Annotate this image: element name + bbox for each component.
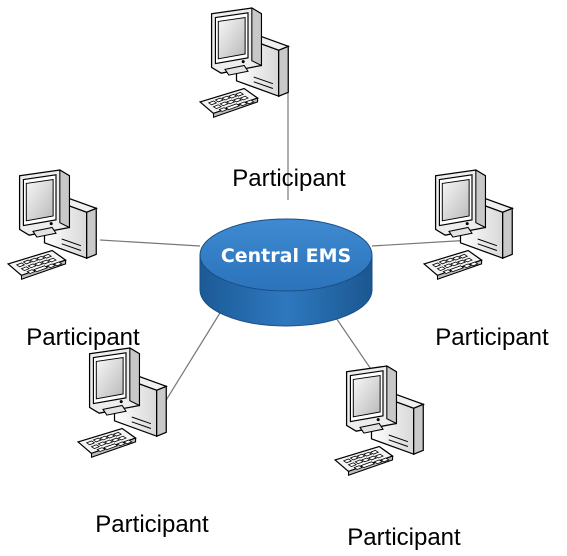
participant-label: Participant [347,524,461,551]
participant-node-bottom-right: Participant [334,365,461,551]
computer-icon [7,169,97,280]
link-right [371,239,473,247]
participant-label: Participant [95,511,209,538]
link-left [99,239,201,247]
participant-node-right: Participant [423,169,549,351]
computer-icon [423,169,513,280]
participant-label: Participant [435,324,549,351]
participant-node-bottom-left: Participant [77,347,209,538]
participant-label: Participant [232,165,346,192]
connection-lines [99,90,473,411]
participant-node-top: Participant [199,7,346,192]
link-bottom-left [159,299,229,411]
computer-icon [334,365,424,476]
participant-label: Participant [26,324,140,351]
hub-top [199,218,373,292]
hub-label: Central EMS [221,245,351,267]
central-ems-hub: Central EMS [199,218,373,327]
participant-node-left: Participant [7,169,140,351]
computer-icon [77,347,167,458]
computer-icon [199,7,289,118]
